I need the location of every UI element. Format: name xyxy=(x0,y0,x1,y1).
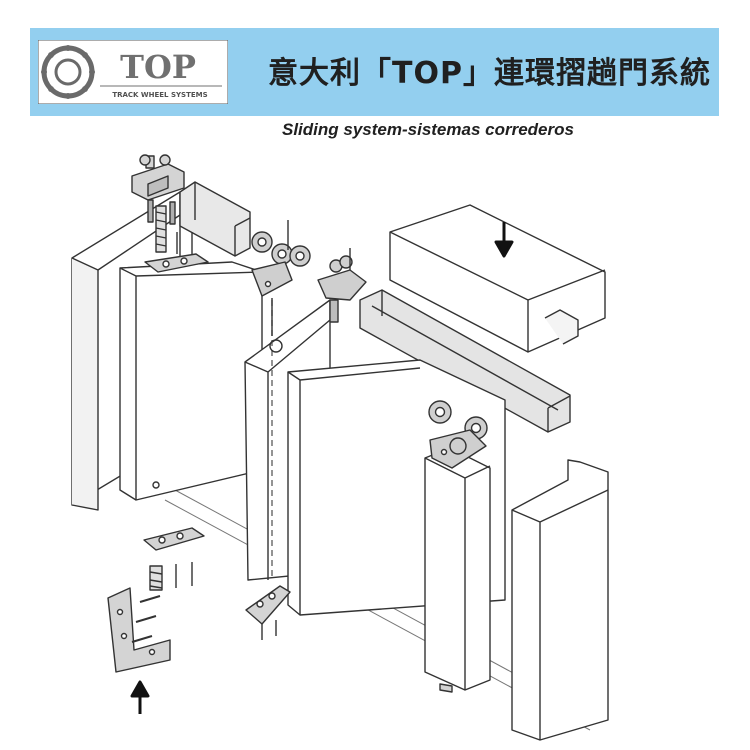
track-rail-section xyxy=(359,289,571,433)
brand-logo: TOP TRACK WHEEL SYSTEMS xyxy=(38,40,228,104)
roller-carriage-top-left xyxy=(251,220,293,336)
top-track-rail xyxy=(179,181,251,257)
door-panel-right xyxy=(424,447,491,693)
right-wall-jamb xyxy=(511,459,609,741)
top-pivot-bracket xyxy=(131,154,209,273)
roller-carriage-top-right xyxy=(289,245,367,323)
bottom-angle-bracket xyxy=(107,587,171,673)
down-arrow-icon xyxy=(494,222,514,258)
door-panel-left xyxy=(119,261,263,501)
roller-carriage-right xyxy=(428,400,488,469)
header-banner: TOP TRACK WHEEL SYSTEMS 意大利「TOP」連環摺趟門系統 xyxy=(30,28,719,116)
up-arrow-icon xyxy=(130,680,150,714)
header-block xyxy=(389,204,606,353)
bottom-hinge-plate xyxy=(245,585,291,640)
bottom-pivot-plate xyxy=(143,527,205,591)
logo-tagline: TRACK WHEEL SYSTEMS xyxy=(112,91,207,99)
logo-brand-mark: TOP xyxy=(120,48,196,86)
folding-door-exploded-diagram xyxy=(71,154,609,741)
page-title: 意大利「TOP」連環摺趟門系統 xyxy=(268,56,711,91)
diagram-subtitle: Sliding system-sistemas correderos xyxy=(282,120,574,139)
